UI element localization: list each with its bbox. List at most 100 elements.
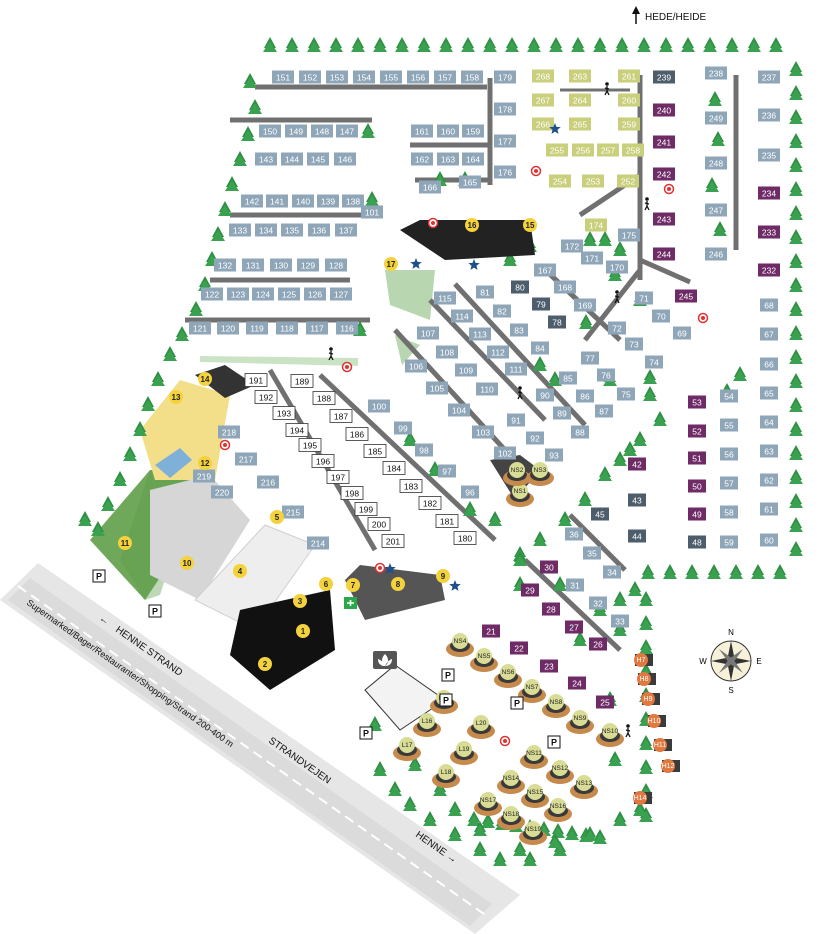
pitch-172[interactable]: 172 [561, 239, 583, 253]
hut-h14[interactable]: H14 [633, 791, 652, 805]
pitch-215[interactable]: 215 [282, 505, 304, 519]
facility-16[interactable]: 16 [465, 218, 479, 232]
cabin-ns10[interactable]: NS10 [596, 723, 624, 747]
pitch-64[interactable]: 64 [760, 415, 778, 429]
pitch-176[interactable]: 176 [494, 165, 516, 179]
pitch-183[interactable]: 183 [399, 479, 423, 493]
pitch-27[interactable]: 27 [565, 620, 583, 634]
pitch-149[interactable]: 149 [285, 124, 307, 138]
pitch-108[interactable]: 108 [436, 345, 458, 359]
pitch-123[interactable]: 123 [227, 287, 249, 301]
pitch-112[interactable]: 112 [487, 345, 509, 359]
pitch-168[interactable]: 168 [554, 280, 576, 294]
pitch-166[interactable]: 166 [419, 180, 441, 194]
pitch-52[interactable]: 52 [688, 424, 706, 438]
pitch-144[interactable]: 144 [281, 152, 303, 166]
pitch-187[interactable]: 187 [329, 409, 353, 423]
facility-2[interactable]: 2 [258, 657, 272, 671]
pitch-265[interactable]: 265 [569, 117, 591, 131]
pitch-129[interactable]: 129 [297, 258, 319, 272]
facility-8[interactable]: 8 [391, 577, 405, 591]
cabin-ns2[interactable]: NS2 [503, 462, 531, 486]
pitch-139[interactable]: 139 [317, 194, 339, 208]
pitch-90[interactable]: 90 [536, 388, 554, 402]
pitch-179[interactable]: 179 [494, 70, 516, 84]
pitch-189[interactable]: 189 [290, 374, 314, 388]
pitch-232[interactable]: 232 [758, 263, 780, 277]
pitch-50[interactable]: 50 [688, 479, 706, 493]
pitch-66[interactable]: 66 [760, 357, 778, 371]
facility-9[interactable]: 9 [436, 569, 450, 583]
pitch-86[interactable]: 86 [576, 389, 594, 403]
pitch-56[interactable]: 56 [720, 447, 738, 461]
pitch-178[interactable]: 178 [494, 102, 516, 116]
pitch-36[interactable]: 36 [565, 527, 583, 541]
pitch-44[interactable]: 44 [628, 529, 646, 543]
pitch-201[interactable]: 201 [381, 534, 405, 548]
pitch-141[interactable]: 141 [266, 194, 288, 208]
pitch-34[interactable]: 34 [603, 565, 621, 579]
pitch-105[interactable]: 105 [426, 381, 448, 395]
pitch-174[interactable]: 174 [585, 218, 607, 232]
pitch-188[interactable]: 188 [312, 391, 336, 405]
pitch-181[interactable]: 181 [435, 514, 459, 528]
pitch-199[interactable]: 199 [354, 502, 378, 516]
pitch-21[interactable]: 21 [482, 624, 500, 638]
pitch-120[interactable]: 120 [217, 321, 239, 335]
pitch-42[interactable]: 42 [628, 457, 646, 471]
pitch-241[interactable]: 241 [653, 135, 675, 149]
cabin-ns5[interactable]: NS5 [470, 648, 498, 672]
facility-3[interactable]: 3 [293, 594, 307, 608]
cabin-ns9[interactable]: NS9 [566, 710, 594, 734]
pitch-22[interactable]: 22 [510, 641, 528, 655]
facility-10[interactable]: 10 [180, 556, 194, 570]
pitch-247[interactable]: 247 [705, 203, 727, 217]
pitch-35[interactable]: 35 [583, 546, 601, 560]
pitch-84[interactable]: 84 [531, 341, 549, 355]
pitch-109[interactable]: 109 [455, 363, 477, 377]
pitch-82[interactable]: 82 [493, 304, 511, 318]
pitch-132[interactable]: 132 [214, 258, 236, 272]
pitch-147[interactable]: 147 [336, 124, 358, 138]
pitch-30[interactable]: 30 [540, 560, 558, 574]
pitch-45[interactable]: 45 [591, 507, 609, 521]
pitch-245[interactable]: 245 [675, 289, 697, 303]
pitch-68[interactable]: 68 [760, 298, 778, 312]
pitch-186[interactable]: 186 [345, 427, 369, 441]
pitch-258[interactable]: 258 [622, 143, 644, 157]
facility-17[interactable]: 17 [384, 257, 398, 271]
facility-4[interactable]: 4 [233, 564, 247, 578]
cabin-ns18[interactable]: NS18 [497, 806, 525, 830]
pitch-254[interactable]: 254 [549, 174, 571, 188]
pitch-261[interactable]: 261 [618, 69, 640, 83]
pitch-138[interactable]: 138 [342, 194, 364, 208]
facility-5[interactable]: 5 [270, 510, 284, 524]
pitch-53[interactable]: 53 [688, 395, 706, 409]
pitch-110[interactable]: 110 [476, 382, 498, 396]
pitch-180[interactable]: 180 [453, 531, 477, 545]
pitch-99[interactable]: 99 [394, 421, 412, 435]
pitch-167[interactable]: 167 [534, 263, 556, 277]
pitch-111[interactable]: 111 [505, 362, 527, 376]
pitch-171[interactable]: 171 [581, 251, 603, 265]
pitch-191[interactable]: 191 [244, 373, 268, 387]
pitch-143[interactable]: 143 [255, 152, 277, 166]
pitch-157[interactable]: 157 [434, 70, 456, 84]
cabin-ns4[interactable]: NS4 [446, 633, 474, 657]
pitch-234[interactable]: 234 [758, 186, 780, 200]
facility-7[interactable]: 7 [346, 578, 360, 592]
pitch-193[interactable]: 193 [272, 406, 296, 420]
pitch-78[interactable]: 78 [548, 315, 566, 329]
pitch-33[interactable]: 33 [611, 614, 629, 628]
pitch-218[interactable]: 218 [218, 425, 240, 439]
cabin-ns13[interactable]: NS13 [570, 775, 598, 799]
pitch-113[interactable]: 113 [469, 327, 491, 341]
cabin-ns3[interactable]: NS3 [526, 462, 554, 486]
pitch-175[interactable]: 175 [618, 228, 640, 242]
pitch-260[interactable]: 260 [618, 93, 640, 107]
pitch-243[interactable]: 243 [653, 212, 675, 226]
pitch-58[interactable]: 58 [720, 505, 738, 519]
pitch-76[interactable]: 76 [597, 368, 615, 382]
pitch-185[interactable]: 185 [363, 444, 387, 458]
pitch-164[interactable]: 164 [462, 152, 484, 166]
